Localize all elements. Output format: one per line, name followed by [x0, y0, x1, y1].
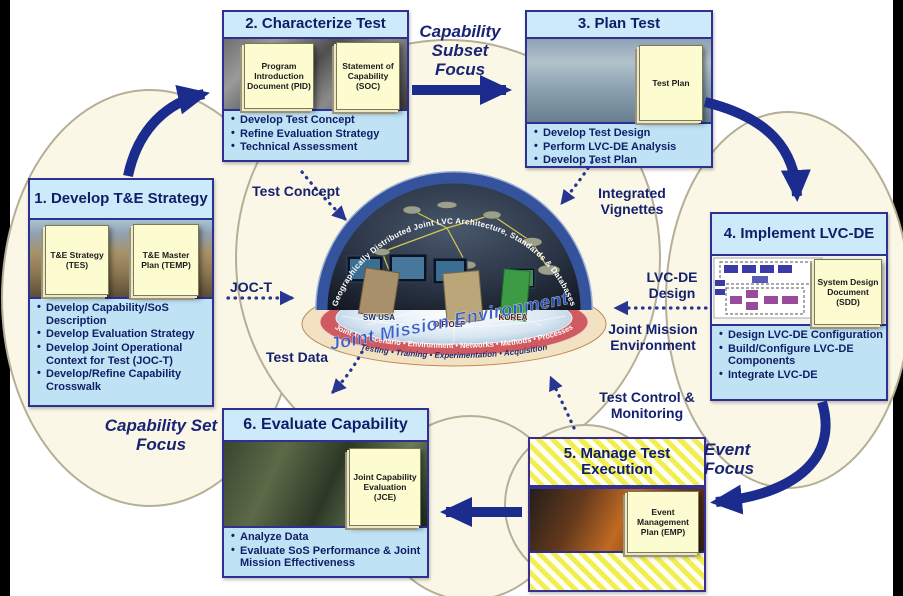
stage-1-bullets: Develop Capability/SoS Description Devel…: [30, 299, 212, 396]
document-sdd: System Design Document (SDD): [814, 259, 882, 325]
bullet-item: Refine Evaluation Strategy: [231, 127, 405, 141]
terrain-map-icons: [358, 267, 531, 325]
stage-3-photo: Test Plan: [527, 39, 711, 124]
bullet-item: Build/Configure LVC-DE Components: [719, 342, 884, 368]
bullet-item: Develop Evaluation Strategy: [37, 327, 210, 341]
block-diagram-icon: [713, 257, 823, 319]
stage-1-photo: T&E Strategy (TES) T&E Master Plan (TEMP…: [30, 220, 212, 299]
region-label-oifoef: OIF/OEF: [433, 320, 465, 329]
bullet-item: Integrate LVC-DE: [719, 368, 884, 382]
bullet-item: Develop Test Concept: [231, 113, 405, 127]
label-event-focus: Event Focus: [704, 440, 755, 479]
stage-4-title: 4. Implement LVC-DE: [712, 214, 886, 256]
network-links-icon: [381, 209, 550, 279]
region-label-swusa: SW USA: [363, 313, 395, 322]
label-capability-set-focus: Capability Set Focus: [104, 416, 218, 455]
stage-3-bullets: Develop Test Design Perform LVC-DE Analy…: [527, 124, 711, 170]
label-test-data: Test Data: [266, 349, 328, 365]
document-test-plan: Test Plan: [639, 45, 703, 121]
stage-1-develop-te-strategy: 1. Develop T&E Strategy T&E Strategy (TE…: [28, 178, 214, 407]
document-emp: Event Management Plan (EMP): [627, 491, 699, 553]
bullet-item: Develop/Refine Capability Crosswalk: [37, 367, 210, 393]
label-lvcde-design: LVC-DE Design: [646, 269, 698, 301]
bullet-item: Design LVC-DE Configuration: [719, 328, 884, 342]
label-joint-mission-environment: Joint Mission Environment: [608, 321, 698, 353]
stage-6-bullets: Analyze Data Evaluate SoS Performance & …: [224, 528, 427, 573]
stage-5-title: 5. Manage Test Execution: [530, 439, 704, 487]
dome-outer-line: [315, 171, 593, 311]
label-test-concept: Test Concept: [252, 183, 340, 199]
document-pid: Program Introduction Document (PID): [244, 43, 314, 109]
bullet-item: Develop Joint Operational Context for Te…: [37, 341, 210, 367]
stage-2-bullets: Develop Test Concept Refine Evaluation S…: [224, 111, 407, 157]
stage-3-plan-test: 3. Plan Test Test Plan Develop Test Desi…: [525, 10, 713, 168]
region-label-korea: KOREA: [499, 313, 528, 322]
stage-4-schematic: System Design Document (SDD): [712, 256, 886, 326]
stage-4-implement-lvcde: 4. Implement LVC-DE System Design Docume…: [710, 212, 888, 401]
label-joc-t: JOC-T: [230, 279, 272, 295]
document-soc: Statement of Capability (SOC): [336, 42, 400, 110]
stage-5-manage-test-execution: 5. Manage Test Execution Event Managemen…: [528, 437, 706, 592]
joint-mission-environment-globe: Geographically Distributed Joint LVC Arc…: [301, 171, 607, 367]
stage-6-photo: Joint Capability Evaluation (JCE): [224, 442, 427, 528]
bullet-item: Develop Capability/SoS Description: [37, 301, 210, 327]
stage-2-photo: Program Introduction Document (PID) Stat…: [224, 39, 407, 111]
stage-5-photo: Event Management Plan (EMP): [530, 487, 704, 553]
stage-6-evaluate-capability: 6. Evaluate Capability Joint Capability …: [222, 408, 429, 578]
bullet-item: Develop Test Design: [534, 126, 709, 140]
document-tes: T&E Strategy (TES): [45, 225, 109, 295]
label-integrated-vignettes: Integrated Vignettes: [598, 185, 666, 217]
stage-2-title: 2. Characterize Test: [224, 12, 407, 39]
label-test-control-monitoring: Test Control & Monitoring: [599, 389, 695, 421]
bullet-item: Perform LVC-DE Analysis: [534, 140, 709, 154]
stage-3-title: 3. Plan Test: [527, 12, 711, 39]
label-capability-subset-focus: Capability Subset Focus: [419, 22, 501, 80]
document-temp: T&E Master Plan (TEMP): [133, 224, 199, 296]
document-jce: Joint Capability Evaluation (JCE): [349, 448, 421, 526]
stage-2-characterize-test: 2. Characterize Test Program Introductio…: [222, 10, 409, 162]
stage-4-bullets: Design LVC-DE Configuration Build/Config…: [712, 326, 886, 385]
bullet-item: Analyze Data: [231, 530, 425, 544]
stage-6-title: 6. Evaluate Capability: [224, 410, 427, 442]
dome-rim: [316, 172, 592, 311]
bullet-item: Technical Assessment: [231, 140, 405, 154]
bullet-item: Develop Test Plan: [534, 153, 709, 167]
stage-1-title: 1. Develop T&E Strategy: [30, 180, 212, 220]
bullet-item: Evaluate SoS Performance & Joint Mission…: [231, 544, 425, 570]
